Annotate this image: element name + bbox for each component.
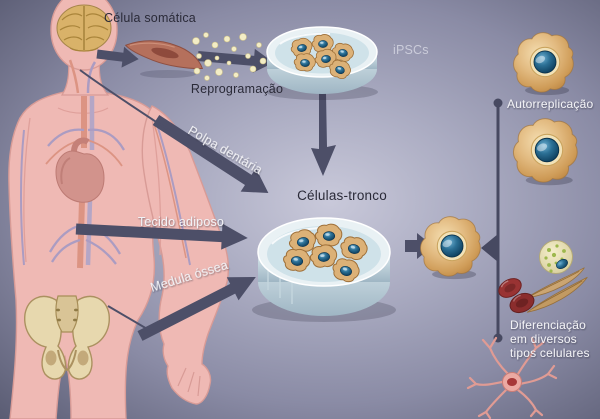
fate-bracket xyxy=(481,98,503,343)
stem-cell-petri-dish xyxy=(252,217,396,322)
leukocyte-icon xyxy=(539,240,573,274)
reprogramming-factor-dots xyxy=(192,32,267,81)
heart xyxy=(55,137,105,203)
line-dental-pulp xyxy=(79,69,171,132)
hand-fingers xyxy=(177,367,201,397)
arrow-ipsc-to-stemcells xyxy=(311,93,336,176)
pelvis-bone xyxy=(24,295,110,380)
arrow-polpa-dentaria xyxy=(152,114,269,193)
brain xyxy=(56,4,112,52)
label-celulas-tronco: Células-tronco xyxy=(297,188,387,203)
arrow-head-to-somatic-cell xyxy=(96,46,139,68)
label-diferenciacao-line3: tipos celulares xyxy=(510,346,590,360)
line-bone-marrow xyxy=(107,305,155,334)
right-arm-crease xyxy=(151,117,162,256)
neck-vein xyxy=(86,61,97,94)
arrow-tecido-adiposo xyxy=(75,223,248,250)
muscle-cells-icon xyxy=(526,267,588,313)
human-body-illustration xyxy=(8,0,230,419)
label-diferenciacao-line1: Diferenciação xyxy=(510,318,586,332)
label-celula-somatica: Célula somática xyxy=(104,11,196,25)
red-blood-cells-icon xyxy=(498,278,535,314)
label-tecido-adiposo: Tecido adiposo xyxy=(138,215,224,229)
bracket-arrowhead xyxy=(481,234,498,262)
neuron-icon xyxy=(466,336,558,419)
somatic-cell-shadow xyxy=(140,70,196,78)
neck-artery xyxy=(68,59,80,94)
arrow-dish-to-stemcell xyxy=(405,233,433,259)
label-ipscs: iPSCs xyxy=(393,43,429,57)
bracket-dot-top xyxy=(493,98,503,108)
label-autorreplicacao: Autorreplicação xyxy=(507,97,594,111)
somatic-cell-icon xyxy=(124,40,204,70)
arrow-medula-ossea xyxy=(137,276,256,341)
ipsc-petri-dish xyxy=(266,26,378,100)
label-reprogramacao: Reprogramação xyxy=(191,82,283,96)
left-arm-crease xyxy=(23,117,31,263)
label-diferenciacao-line2: em diversos xyxy=(510,332,577,346)
